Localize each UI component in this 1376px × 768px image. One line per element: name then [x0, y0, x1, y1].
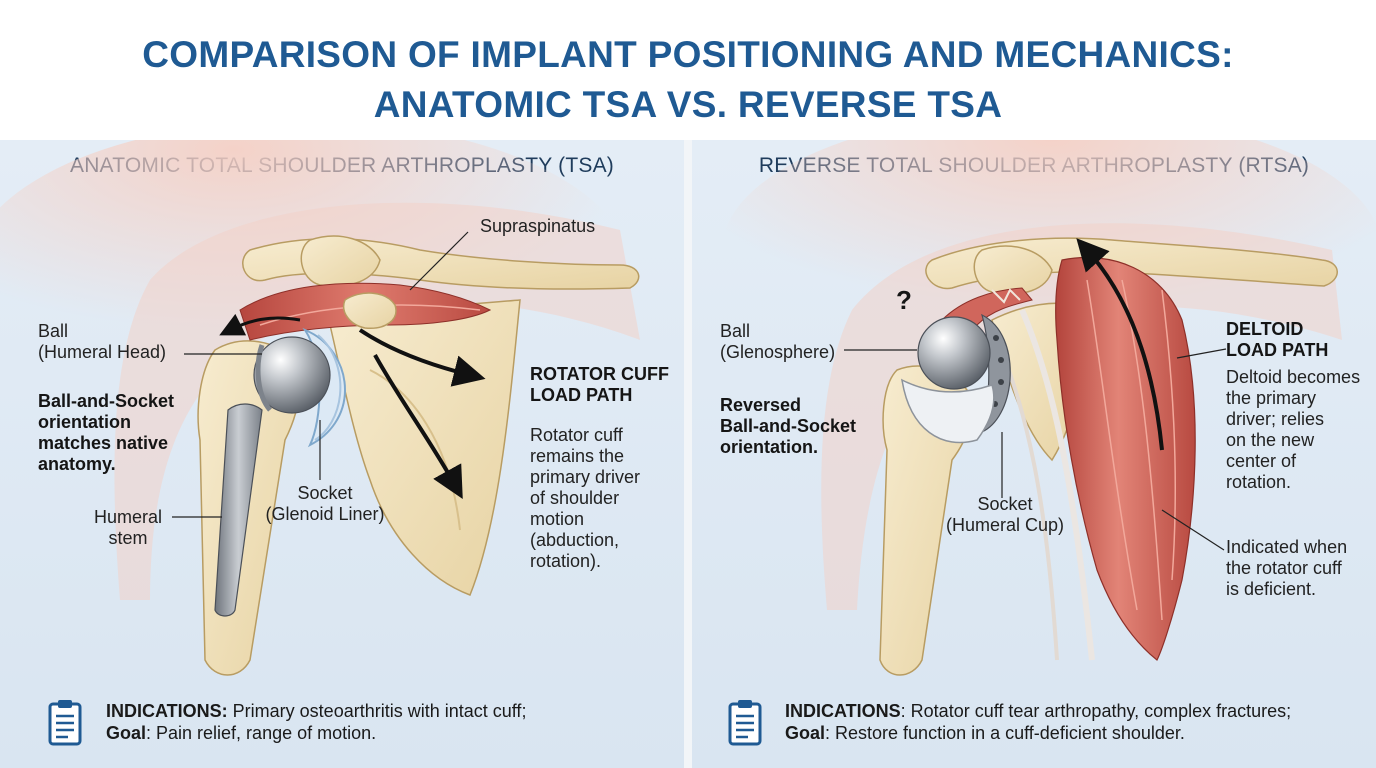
load-path-arrow-lower [373, 354, 463, 499]
anatomic-tsa-panel: ANATOMIC TOTAL SHOULDER ARTHROPLASTY (TS… [0, 140, 684, 768]
humeral-cup [901, 378, 995, 444]
deltoid-muscle [1055, 256, 1196, 661]
orientation-note: Ball-and-Socket orientation matches nati… [38, 391, 175, 474]
humeral-stem [214, 403, 263, 617]
title-line-2: ANATOMIC TSA VS. REVERSE TSA [373, 84, 1003, 125]
ball-label: Ball (Glenosphere) [720, 321, 836, 362]
rotator-cuff-load-path-label: ROTATOR CUFF LOAD PATH [530, 364, 669, 405]
humeral-head-ball [253, 336, 331, 414]
clipboard-icon [728, 700, 762, 746]
indications-block: INDICATIONS: Primary osteoarthritis with… [106, 701, 527, 743]
deltoid-load-path-label: DELTOID LOAD PATH [1226, 319, 1329, 360]
socket-label: Socket (Humeral Cup) [945, 494, 1065, 535]
coracoid [343, 292, 397, 329]
orientation-note: Reversed Ball-and-Socket orientation. [720, 395, 857, 457]
humeral-stem-label: Humeral stem [93, 507, 163, 548]
question-mark: ? [896, 285, 912, 315]
ball-label: Ball (Humeral Head) [38, 321, 167, 362]
load-path-arrow-middle [358, 328, 486, 387]
indications-block: INDICATIONS: Rotator cuff tear arthropat… [785, 701, 1292, 743]
deltoid-description: Deltoid becomes the primary driver; reli… [1226, 367, 1361, 492]
title-line-1: COMPARISON OF IMPLANT POSITIONING AND ME… [142, 34, 1234, 75]
load-path-arrow-upper [219, 313, 301, 336]
indicated-note: Indicated when the rotator cuff is defic… [1226, 537, 1348, 599]
glenosphere-ball [917, 316, 991, 390]
panel-divider [684, 140, 692, 768]
deltoid-load-path-arrow [1076, 238, 1164, 451]
supraspinatus-label: Supraspinatus [480, 216, 596, 236]
acromion [973, 245, 1053, 295]
socket-label: Socket (Glenoid Liner) [265, 483, 385, 524]
page-title: COMPARISON OF IMPLANT POSITIONING AND ME… [0, 0, 1376, 140]
acromion [300, 235, 381, 287]
rotator-cuff-description: Rotator cuff remains the primary driver … [530, 425, 641, 571]
reverse-tsa-illustration [722, 140, 1376, 676]
clipboard-icon [48, 700, 82, 746]
reverse-tsa-panel: REVERSE TOTAL SHOULDER ARTHROPLASTY (RTS… [692, 140, 1376, 768]
scapula [329, 299, 521, 596]
anatomic-tsa-illustration [0, 140, 640, 676]
